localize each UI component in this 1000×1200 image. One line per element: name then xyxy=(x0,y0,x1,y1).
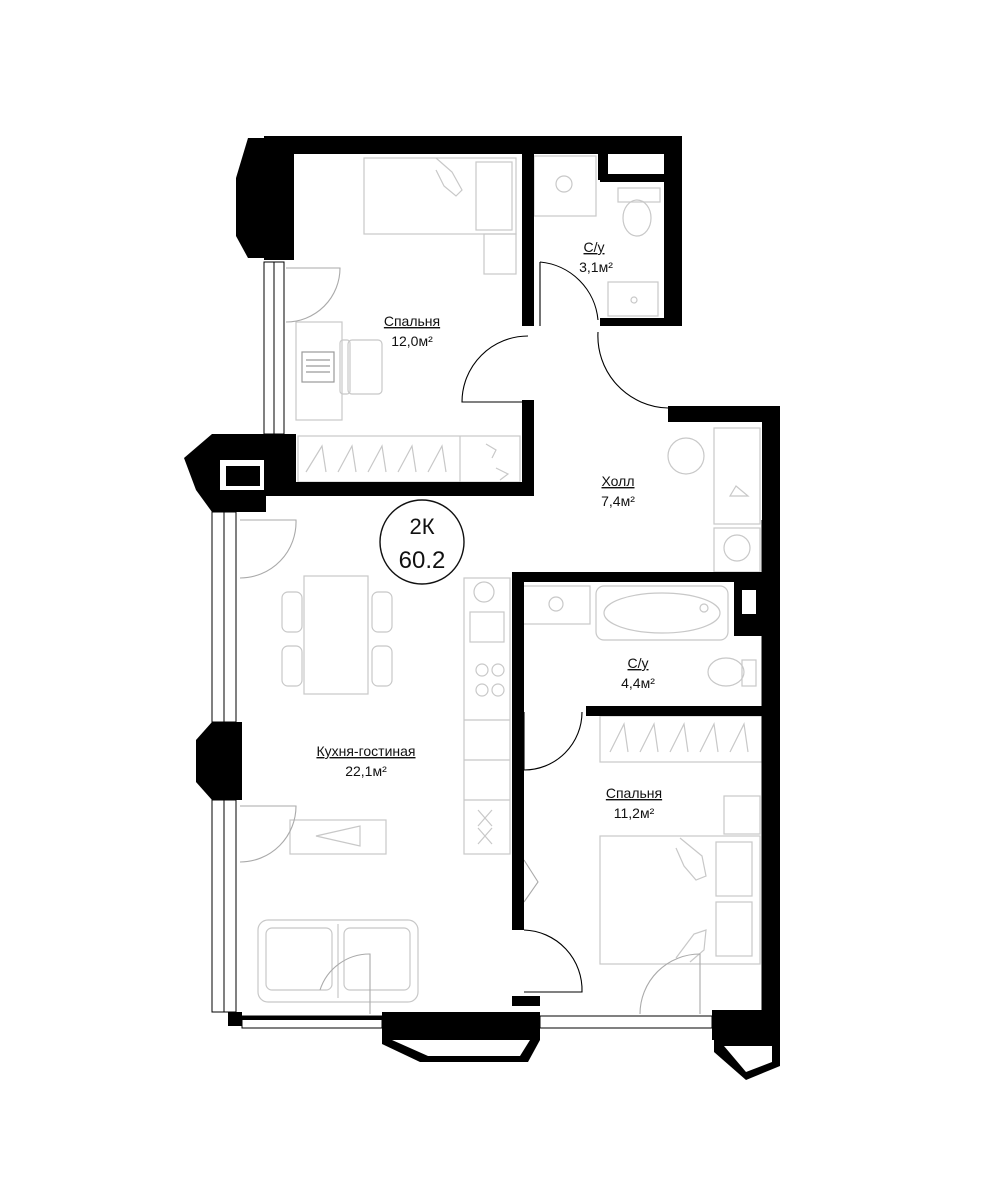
room-name-bathroom-1: С/у xyxy=(584,239,605,255)
room-area-bathroom-1: 3,1м² xyxy=(579,259,613,275)
shower-icon xyxy=(607,281,659,317)
desk-icon xyxy=(295,321,383,421)
walls xyxy=(184,136,780,1080)
room-area-bedroom-1: 12,0м² xyxy=(391,333,433,349)
room-area-kitchen-living: 22,1м² xyxy=(345,763,387,779)
room-area-hall: 7,4м² xyxy=(601,493,635,509)
dining-table-icon xyxy=(281,575,393,695)
wardrobe-2-icon xyxy=(599,715,763,763)
room-area-bedroom-2: 11,2м² xyxy=(614,805,655,821)
room-labels: Спальня 12,0м² С/у 3,1м² Холл 7,4м² Кухн… xyxy=(316,239,662,821)
room-name-bedroom-1: Спальня xyxy=(384,313,440,329)
wardrobe-icon xyxy=(297,435,521,483)
badge-rooms: 2К xyxy=(409,514,434,539)
bed-icon xyxy=(363,157,517,275)
toilet-2-icon xyxy=(707,657,757,687)
room-area-bathroom-2: 4,4м² xyxy=(621,675,655,691)
door-swings xyxy=(239,261,701,1015)
room-name-hall: Холл xyxy=(602,473,635,489)
furniture xyxy=(257,155,763,1003)
room-name-bedroom-2: Спальня xyxy=(606,785,662,801)
room-name-bathroom-2: С/у xyxy=(628,655,649,671)
tv-stand-icon xyxy=(289,819,387,855)
bathtub-icon xyxy=(595,585,729,641)
badge-total-area: 60.2 xyxy=(399,547,446,574)
sink-2-icon xyxy=(521,585,591,625)
hall-furniture xyxy=(667,427,761,573)
toilet-icon xyxy=(617,187,661,237)
sofa-icon xyxy=(257,919,419,1003)
room-name-kitchen-living: Кухня-гостиная xyxy=(316,743,415,759)
apartment-badge: 2К 60.2 xyxy=(379,499,465,585)
sink-icon xyxy=(533,155,597,217)
kitchen-counter-icon xyxy=(463,577,511,855)
bed-2-icon xyxy=(599,795,761,965)
